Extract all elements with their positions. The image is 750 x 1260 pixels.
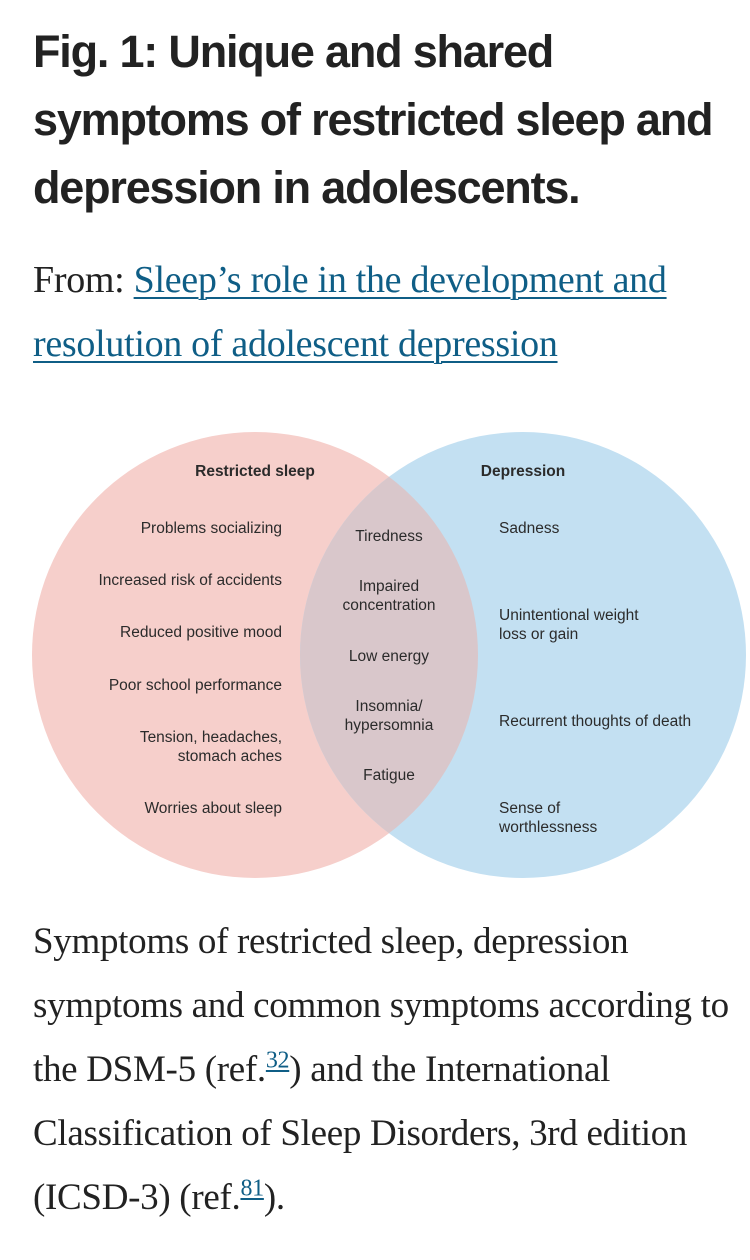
venn-circles [32, 432, 746, 878]
left-item: Reduced positive mood [120, 624, 282, 641]
shared-item: Fatigue [363, 767, 415, 784]
figure-caption: Symptoms of restricted sleep, depression… [33, 910, 733, 1230]
shared-item: Tiredness [355, 528, 423, 545]
left-item: Problems socializing [140, 520, 282, 537]
figure-title: Fig. 1: Unique and shared symptoms of re… [33, 26, 714, 213]
reference-link-32[interactable]: 32 [265, 1047, 290, 1074]
source-article-link[interactable]: Sleep’s role in the development and reso… [33, 259, 667, 365]
caption-text: ) and the International Classification o… [33, 1049, 688, 1218]
right-item: Sadness [499, 520, 560, 537]
restricted-sleep-heading: Restricted sleep [195, 463, 315, 480]
caption-text: ). [263, 1177, 285, 1218]
venn-diagram: Restricted sleep Depression Problems soc… [0, 425, 750, 895]
source-line: From: Sleep’s role in the development an… [33, 248, 733, 376]
depression-heading: Depression [480, 463, 566, 480]
overlap-region [300, 432, 478, 878]
reference-link-81[interactable]: 81 [240, 1175, 264, 1202]
shared-item: Insomnia/ hypersomnia [344, 698, 434, 734]
right-item: Recurrent thoughts of death [499, 713, 692, 730]
left-item: Increased risk of accidents [98, 572, 282, 589]
shared-item: Impaired concentration [342, 578, 436, 614]
right-item: Sense of worthlessness [499, 800, 598, 836]
right-item: Unintentional weight loss or gain [499, 607, 639, 643]
left-item: Poor school performance [108, 677, 282, 694]
caption-text: Symptoms of restricted sleep, depression… [33, 921, 729, 1090]
shared-item: Low energy [348, 648, 430, 665]
from-label: From: [33, 259, 125, 301]
left-item: Worries about sleep [144, 800, 282, 817]
left-item: Tension, headaches, stomach aches [139, 729, 282, 765]
